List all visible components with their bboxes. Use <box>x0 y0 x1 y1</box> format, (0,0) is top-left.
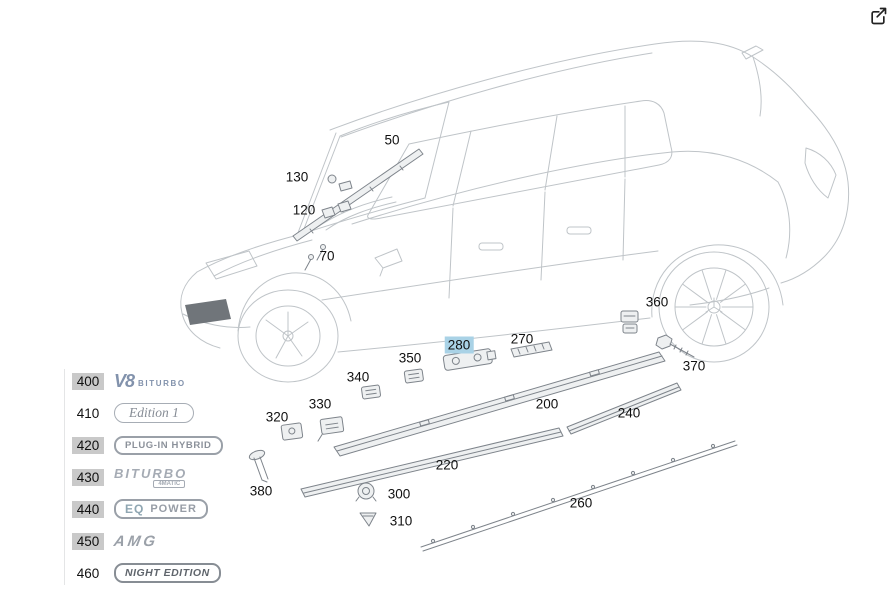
emblem-text: NIGHT EDITION <box>125 567 210 579</box>
legend-number-400[interactable]: 400 <box>72 372 104 390</box>
front-grille-shading <box>185 299 231 325</box>
emblem-edition: Edition 1 <box>114 403 194 423</box>
part-sill-molding-220[interactable] <box>300 427 564 498</box>
callout-340[interactable]: 340 <box>346 369 370 385</box>
callout-200[interactable]: 200 <box>535 396 559 412</box>
part-clip-120[interactable] <box>321 200 352 219</box>
callout-120[interactable]: 120 <box>292 202 316 218</box>
legend-number-460[interactable]: 460 <box>76 565 100 581</box>
part-bracket-280[interactable] <box>442 348 497 371</box>
emblem-night: NIGHT EDITION <box>114 563 221 583</box>
legend-number-440[interactable]: 440 <box>72 500 104 518</box>
callout-130[interactable]: 130 <box>285 169 309 185</box>
part-bracket-330[interactable] <box>315 416 345 442</box>
emblem-text: PLUG-IN HYBRID <box>125 439 212 451</box>
emblem-text: BITURBO <box>114 466 188 481</box>
callout-330[interactable]: 330 <box>308 396 332 412</box>
callout-260[interactable]: 260 <box>569 495 593 511</box>
legend-number-420[interactable]: 420 <box>72 436 104 454</box>
emblem-eq: EQ POWER <box>114 499 208 519</box>
callout-70[interactable]: 70 <box>319 248 335 264</box>
emblem-pill: PLUG-IN HYBRID <box>114 435 223 455</box>
emblem-text: AMG <box>112 532 160 550</box>
callout-280[interactable]: 280 <box>444 336 474 354</box>
legend-row-450[interactable]: 450 AMG <box>72 529 264 553</box>
legend-number-450[interactable]: 450 <box>72 532 104 550</box>
emblem-subtext: BITURBO <box>138 378 186 388</box>
part-strip-270[interactable] <box>510 341 553 358</box>
callout-360[interactable]: 360 <box>645 294 669 310</box>
emblem-text: V8 <box>114 370 135 391</box>
open-in-new-icon[interactable] <box>868 6 888 26</box>
legend-number-410[interactable]: 410 <box>76 405 100 421</box>
part-clip-130[interactable] <box>327 174 353 192</box>
legend-row-410[interactable]: 410 Edition 1 <box>72 401 264 425</box>
emblem-amg: AMG <box>112 532 160 550</box>
callout-350[interactable]: 350 <box>398 350 422 366</box>
callout-300[interactable]: 300 <box>387 486 411 502</box>
part-sill-molding-200[interactable] <box>333 351 666 457</box>
part-rivet-380[interactable] <box>248 449 269 483</box>
emblem-text: EQ <box>125 502 145 516</box>
callout-370[interactable]: 370 <box>682 358 706 374</box>
part-screw-310[interactable] <box>359 512 377 527</box>
callout-220[interactable]: 220 <box>435 457 459 473</box>
emblem-subtext: POWER <box>150 503 197 515</box>
part-clip-350[interactable] <box>403 368 424 384</box>
part-screws-70[interactable] <box>304 244 326 271</box>
part-trim-strip-260[interactable] <box>420 440 738 552</box>
callout-240[interactable]: 240 <box>617 405 641 421</box>
part-clip-340[interactable] <box>361 384 381 400</box>
part-bolt-370[interactable] <box>655 334 695 358</box>
legend-row-420[interactable]: 420 PLUG-IN HYBRID <box>72 433 264 457</box>
legend-number-430[interactable]: 430 <box>72 468 104 486</box>
legend-row-460[interactable]: 460 NIGHT EDITION <box>72 561 264 585</box>
emblem-subtext: 4MATIC <box>153 480 186 488</box>
part-bracket-320[interactable] <box>280 422 304 441</box>
part-sill-molding-240[interactable] <box>566 382 682 435</box>
emblem-text: Edition 1 <box>129 405 179 420</box>
part-clip-360[interactable] <box>620 310 639 334</box>
legend-row-440[interactable]: 440 EQ POWER <box>72 497 264 521</box>
callout-320[interactable]: 320 <box>265 409 289 425</box>
callout-380[interactable]: 380 <box>249 483 273 499</box>
callout-310[interactable]: 310 <box>389 513 413 529</box>
callout-270[interactable]: 270 <box>510 331 534 347</box>
callout-50[interactable]: 50 <box>384 132 400 148</box>
